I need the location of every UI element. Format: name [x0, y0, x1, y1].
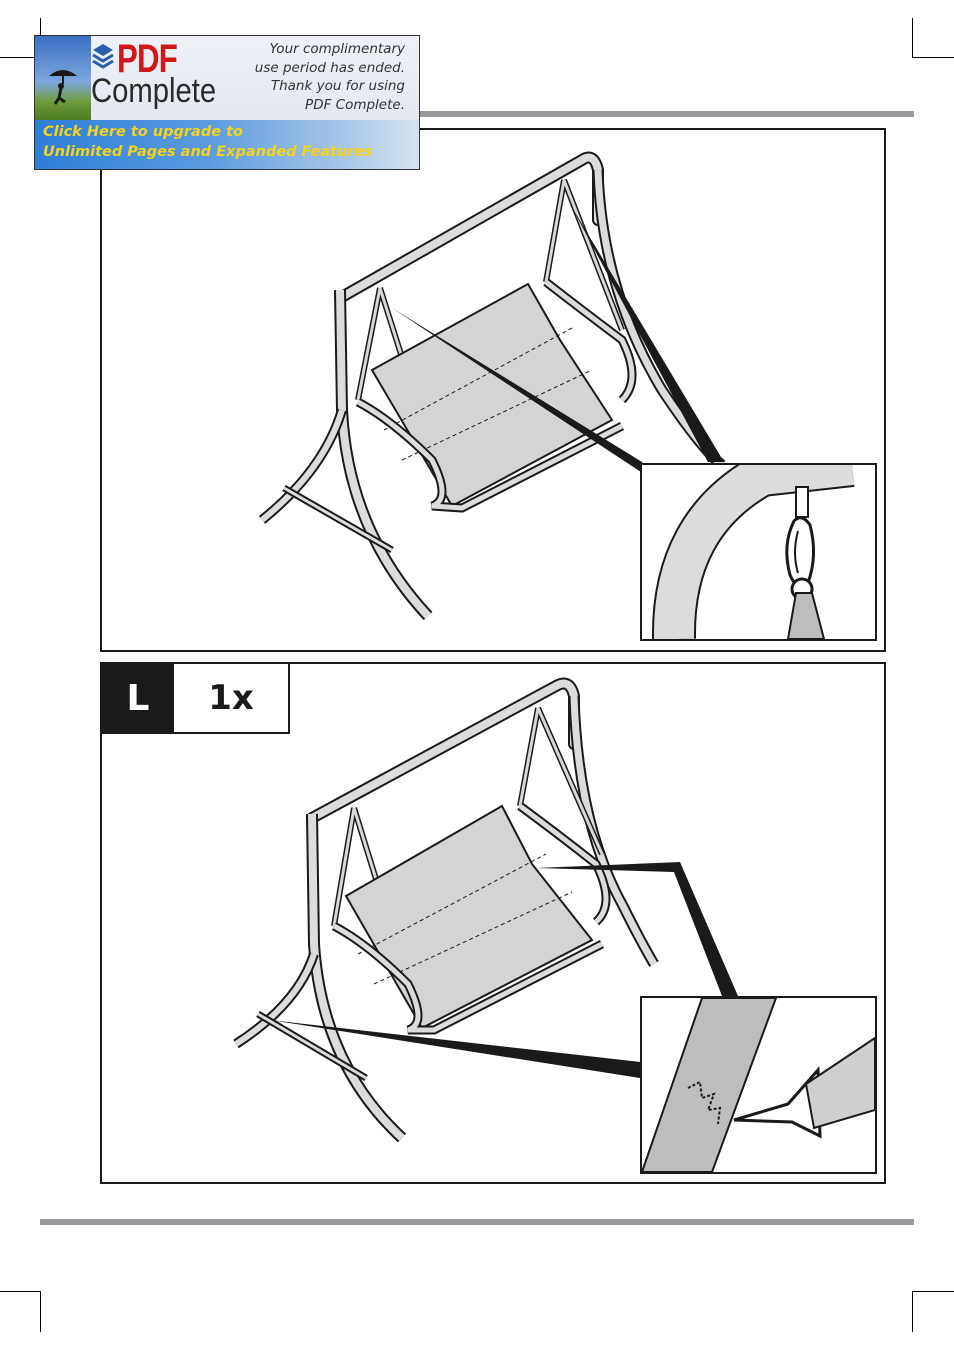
stacked-layers-icon [92, 44, 114, 69]
carabiner-hook-detail [651, 465, 855, 639]
footer-rule [40, 1219, 914, 1225]
crop-mark-bottom-right-v [912, 1291, 913, 1332]
banner-upgrade-link[interactable]: Click Here to upgrade to Unlimited Pages… [43, 122, 373, 162]
step-k-panel: K 1x [100, 128, 886, 652]
step-l-detail-inset [640, 996, 877, 1174]
step-letter: L [102, 664, 174, 732]
banner-message-line: Your complimentary [269, 41, 405, 57]
crop-mark-top-left-h [0, 57, 40, 58]
banner-logo-pdf: PDF [117, 37, 178, 81]
step-quantity: 1x [208, 678, 254, 718]
pdf-complete-upgrade-banner[interactable]: PDF Complete Your complimentary use peri… [34, 35, 420, 170]
banner-message: Your complimentary use period has ended.… [255, 40, 405, 114]
crop-mark-bottom-left-v [40, 1291, 41, 1332]
banner-cta-line: Click Here to upgrade to [43, 124, 243, 140]
crop-mark-top-right-h [912, 57, 954, 58]
banner-logo-complete: Complete [91, 72, 217, 110]
banner-message-line: PDF Complete. [305, 96, 405, 113]
crop-mark-top-right-v [912, 18, 913, 58]
garden-swing-illustration [233, 677, 738, 1143]
step-l-panel: L 1x [100, 662, 886, 1184]
umbrella-figure-icon [49, 70, 77, 105]
banner-cta-line: Unlimited Pages and Expanded Features [43, 144, 373, 160]
step-l-badge: L 1x [102, 664, 290, 734]
banner-cta-band [35, 120, 419, 169]
umbrella-figure-photo-icon [35, 36, 91, 120]
banner-message-line: Thank you for using [270, 78, 405, 94]
header-rule [420, 111, 914, 117]
garden-swing-illustration [258, 151, 726, 621]
crop-mark-bottom-left-h [0, 1291, 40, 1292]
step-k-detail-inset [640, 463, 877, 641]
crop-mark-bottom-right-h [912, 1291, 954, 1292]
banner-message-line: use period has ended. [254, 59, 405, 76]
strap-buckle-detail [642, 998, 875, 1172]
